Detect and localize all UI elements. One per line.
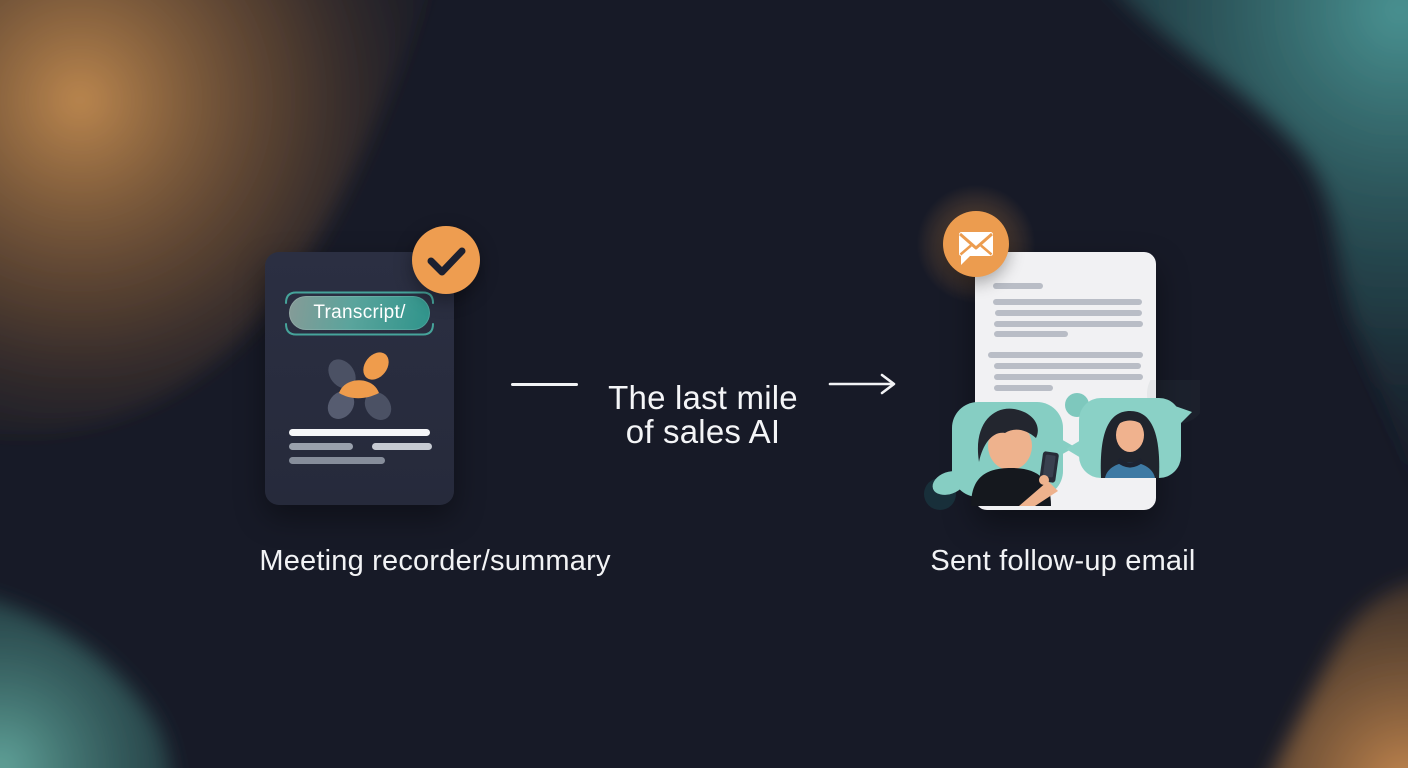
transcript-text-line	[289, 443, 353, 450]
email-text-line	[994, 321, 1143, 327]
email-text-line	[994, 374, 1143, 380]
email-text-line	[994, 385, 1053, 391]
email-envelope-icon	[959, 232, 993, 265]
check-icon	[427, 247, 466, 276]
man-avatar	[971, 408, 1059, 506]
right-caption: Sent follow-up email	[930, 545, 1196, 577]
transcript-text-line	[289, 457, 385, 464]
left-caption: Meeting recorder/summary	[259, 545, 611, 577]
chat-bubble-woman	[1065, 393, 1192, 478]
email-text-line	[993, 283, 1043, 289]
email-text-line	[993, 299, 1142, 305]
transcript-pill-label: Transcript/	[313, 302, 406, 323]
transcript-text-line	[289, 429, 430, 436]
arrow-right-icon	[828, 373, 896, 395]
email-text-line	[994, 331, 1068, 337]
pill-bracket-outline	[285, 291, 434, 336]
transcript-card: Transcript/	[265, 252, 454, 505]
email-text-line	[988, 352, 1143, 358]
chat-bubble-man	[932, 402, 1075, 506]
center-title-line2: of sales AI	[625, 413, 781, 450]
flower-logo-icon	[327, 352, 392, 420]
transcript-pill: Transcript/	[289, 296, 430, 330]
check-badge	[412, 226, 480, 294]
transcript-text-line	[372, 443, 432, 450]
center-title: The last mile of sales AI	[553, 381, 853, 449]
chat-people-illustration	[924, 380, 1200, 510]
woman-avatar	[1100, 411, 1160, 478]
email-text-line	[994, 363, 1141, 369]
center-title-line1: The last mile	[608, 379, 798, 416]
connector-line	[511, 383, 578, 386]
email-text-line	[995, 310, 1142, 316]
email-badge	[943, 211, 1009, 277]
